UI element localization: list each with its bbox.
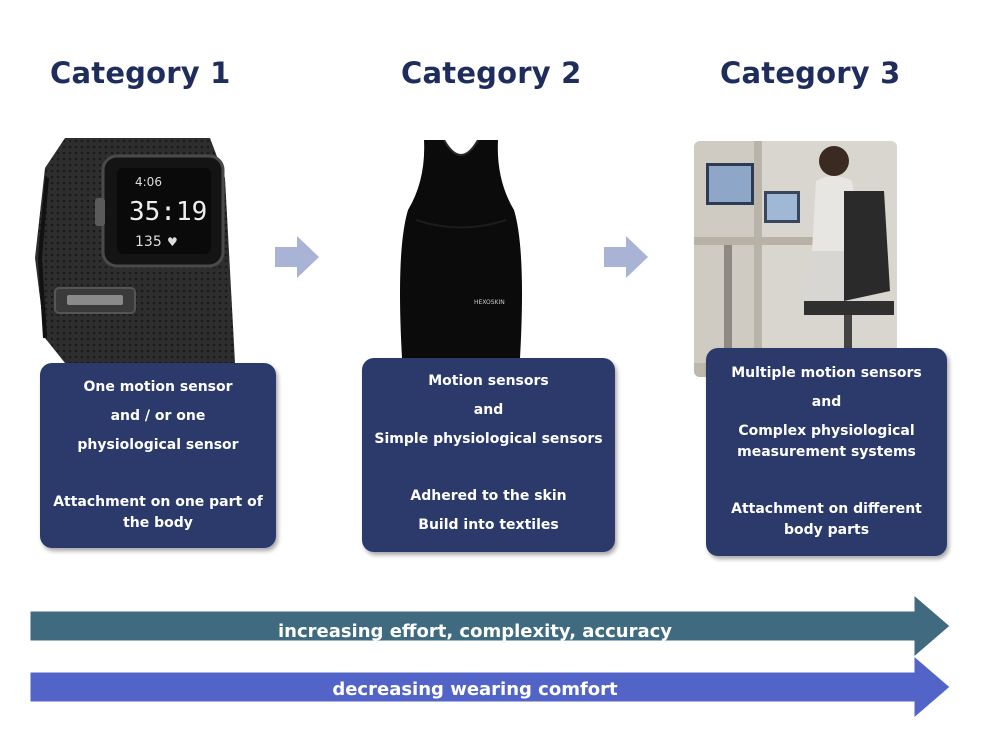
- watch-heart-rate: 135: [135, 234, 162, 250]
- category-2-line-2: and: [473, 402, 504, 418]
- category-2-line-3: Simple physiological sensors: [374, 431, 603, 447]
- category-1-line-2: and / or one: [110, 408, 206, 424]
- decreasing-comfort-label: decreasing wearing comfort: [332, 679, 618, 700]
- lab-measurement-photo: [694, 141, 897, 377]
- flow-arrow-1-to-2: [275, 236, 319, 278]
- category-1-title: Category 1: [50, 56, 231, 90]
- category-1-line-5: the body: [123, 515, 193, 531]
- flow-arrow-2-to-3: [604, 236, 648, 278]
- category-3-line-5: Attachment on different: [731, 501, 922, 517]
- category-3-line-1: Multiple motion sensors: [731, 365, 922, 381]
- fitness-tracker-watch-image: 4:06 35:19 135 ♥: [25, 138, 235, 363]
- decreasing-comfort-band: [30, 656, 951, 718]
- sensor-shirt-image: HEXOSKIN: [386, 140, 536, 358]
- category-3-line-6: body parts: [783, 522, 870, 538]
- category-1-line-1: One motion sensor: [83, 379, 233, 395]
- category-1-info-box: One motion sensor and / or one physiolog…: [40, 363, 276, 548]
- category-3-line-2: and: [811, 394, 842, 410]
- category-1-line-3: physiological sensor: [77, 437, 239, 453]
- category-3-line-3: Complex physiological: [738, 423, 915, 439]
- increasing-effort-label: increasing effort, complexity, accuracy: [277, 621, 673, 642]
- heart-icon: ♥: [167, 235, 178, 249]
- watch-timer: 35:19: [129, 197, 207, 227]
- category-2-line-5: Build into textiles: [418, 517, 559, 533]
- category-2-line-1: Motion sensors: [428, 373, 549, 389]
- category-3-info-box: Multiple motion sensors and Complex phys…: [706, 348, 947, 556]
- category-2-line-4: Adhered to the skin: [410, 488, 567, 504]
- increasing-effort-band: [30, 595, 951, 657]
- category-2-info-box: Motion sensors and Simple physiological …: [362, 358, 615, 552]
- category-3-line-4: measurement systems: [737, 444, 916, 460]
- watch-time-small: 4:06: [135, 175, 162, 189]
- category-2-title: Category 2: [401, 56, 582, 90]
- category-1-line-4: Attachment on one part of: [53, 494, 263, 510]
- shirt-label: HEXOSKIN: [474, 299, 505, 306]
- category-3-title: Category 3: [720, 56, 901, 90]
